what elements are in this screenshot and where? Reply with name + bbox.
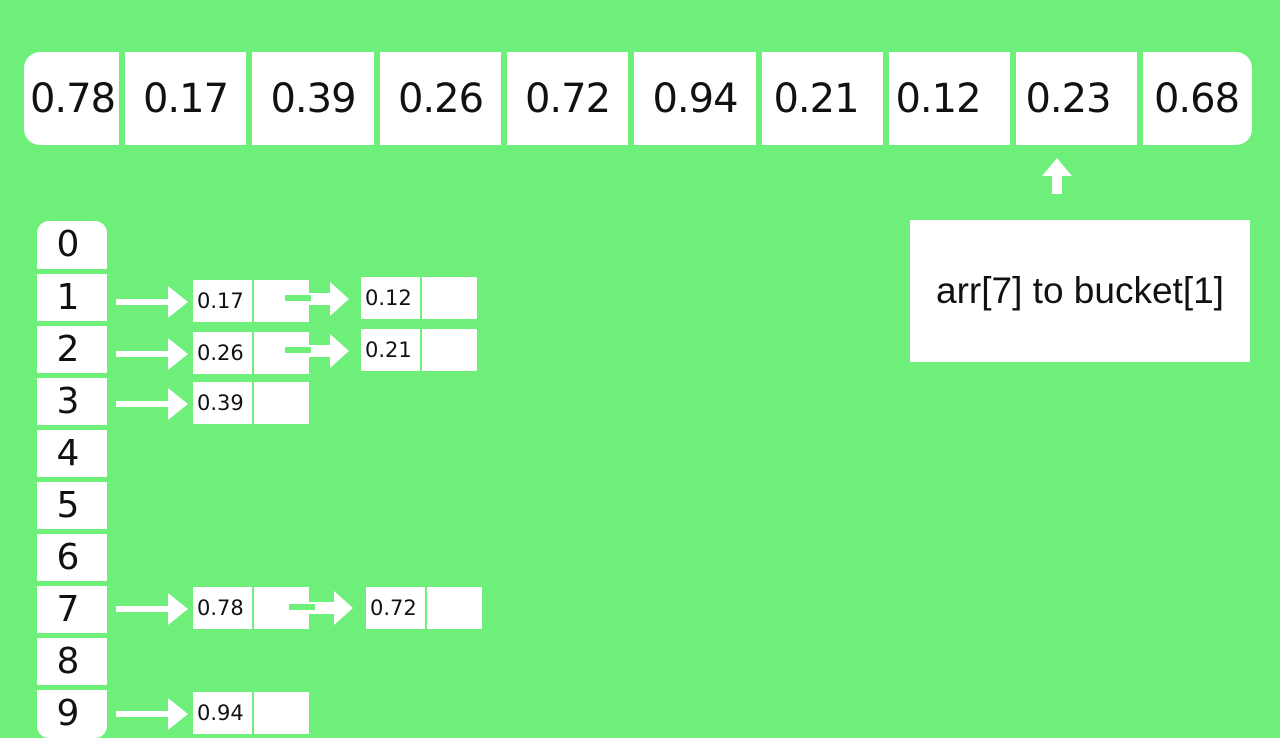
bucket-index-2: 2 (56, 328, 80, 370)
array-divider (756, 52, 762, 145)
array-cell-4: 0.72 (524, 75, 611, 122)
bucket-index-7: 7 (56, 588, 80, 630)
bucket-7-link-arrow-icon (116, 593, 188, 625)
list-node: 0.94 (193, 692, 309, 734)
array-divider (883, 52, 889, 145)
node-pointer (427, 587, 482, 629)
list-node: 0.39 (193, 382, 309, 424)
bucket-index-3: 3 (56, 380, 80, 422)
bucket-divider (37, 477, 107, 482)
bucket-divider (37, 581, 107, 586)
list-node: 0.78 (193, 587, 309, 629)
bucket-divider (37, 373, 107, 378)
bucket-index-4: 4 (56, 432, 80, 474)
bucket-2-link-arrow-icon (116, 338, 188, 370)
bucket-9-link-arrow-icon (116, 698, 188, 730)
next-pointer-arrow-icon (284, 282, 349, 316)
node-value: 0.17 (193, 280, 252, 322)
step-callout-text: arr[7] to bucket[1] (936, 270, 1224, 311)
array-cell-9: 0.68 (1153, 75, 1240, 122)
node-value: 0.26 (193, 332, 252, 374)
list-node: 0.12 (361, 277, 477, 319)
next-pointer-arrow-icon (288, 591, 353, 625)
node-value: 0.12 (361, 277, 420, 319)
bucket-index-5: 5 (56, 484, 80, 526)
input-array (24, 52, 1252, 145)
array-divider (374, 52, 380, 145)
bucket-index-1: 1 (56, 276, 80, 318)
node-pointer (422, 329, 477, 371)
step-callout: arr[7] to bucket[1] (910, 220, 1250, 362)
array-cell-6: 0.21 (773, 75, 859, 122)
bucket-3-link-arrow-icon (116, 388, 188, 420)
bucket-index-0: 0 (56, 223, 80, 265)
next-pointer-arrow-icon (284, 334, 349, 368)
array-cell-0: 0.78 (29, 75, 116, 122)
bucket-divider (37, 633, 107, 638)
bucket-index-6: 6 (56, 536, 80, 578)
node-value: 0.39 (193, 382, 252, 424)
node-value: 0.94 (193, 692, 252, 734)
array-cell-8: 0.23 (1025, 75, 1111, 122)
bucket-divider (37, 321, 107, 326)
bucket-divider (37, 269, 107, 274)
array-cell-5: 0.94 (652, 75, 738, 122)
bucket-divider (37, 425, 107, 430)
list-node: 0.17 (193, 280, 309, 322)
array-divider (501, 52, 507, 145)
node-pointer (254, 382, 309, 424)
list-node: 0.21 (361, 329, 477, 371)
array-divider (119, 52, 125, 145)
bucket-divider (37, 529, 107, 534)
array-divider (1137, 52, 1143, 145)
node-value: 0.78 (193, 587, 252, 629)
bucket-index-8: 8 (56, 640, 80, 682)
bucket-1-link-arrow-icon (116, 286, 188, 318)
array-divider (628, 52, 634, 145)
array-cell-3: 0.26 (397, 75, 484, 122)
array-cell-2: 0.39 (270, 75, 356, 122)
array-divider (246, 52, 252, 145)
node-value: 0.72 (366, 587, 425, 629)
array-divider (1010, 52, 1016, 145)
up-arrow-icon (1042, 158, 1072, 194)
list-node: 0.72 (366, 587, 482, 629)
node-pointer (422, 277, 477, 319)
node-pointer (254, 692, 309, 734)
array-cell-1: 0.17 (142, 75, 229, 122)
node-value: 0.21 (361, 329, 420, 371)
array-cell-7: 0.12 (895, 75, 981, 122)
list-node: 0.26 (193, 332, 309, 374)
bucket-index-9: 9 (56, 692, 80, 734)
bucket-divider (37, 685, 107, 690)
